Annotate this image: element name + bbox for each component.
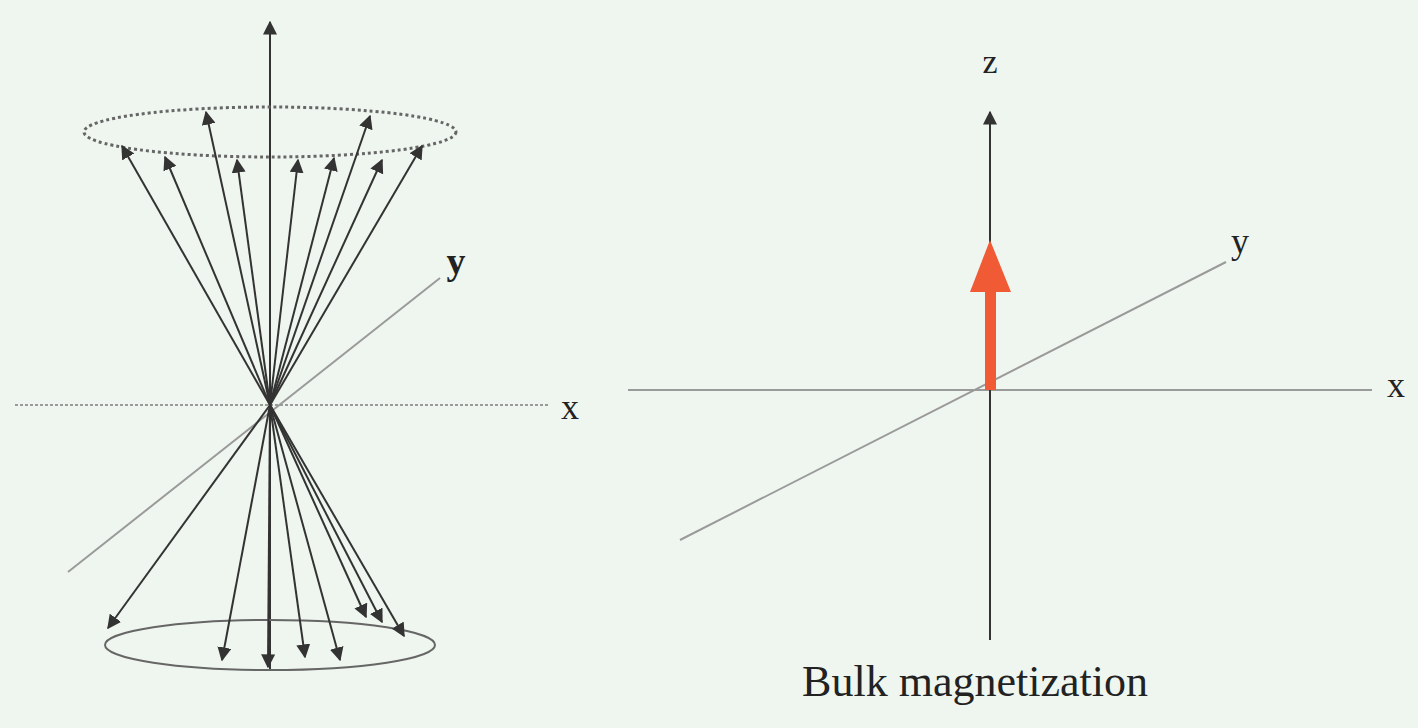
bulk-magnetization-vector (970, 240, 1011, 390)
z-axis (269, 22, 271, 670)
spin-vectors (108, 112, 422, 667)
caption-label: Bulk magnetization (802, 658, 1148, 706)
lower-precession-circle (105, 620, 435, 670)
axis-label: x (561, 388, 579, 428)
right-axes (628, 262, 1372, 540)
axis-label: y (447, 241, 466, 283)
axis-label: y (1231, 222, 1249, 262)
axis-label: x (1387, 366, 1405, 406)
axis-label: z (982, 43, 997, 80)
upper-precession-circle (84, 107, 456, 157)
